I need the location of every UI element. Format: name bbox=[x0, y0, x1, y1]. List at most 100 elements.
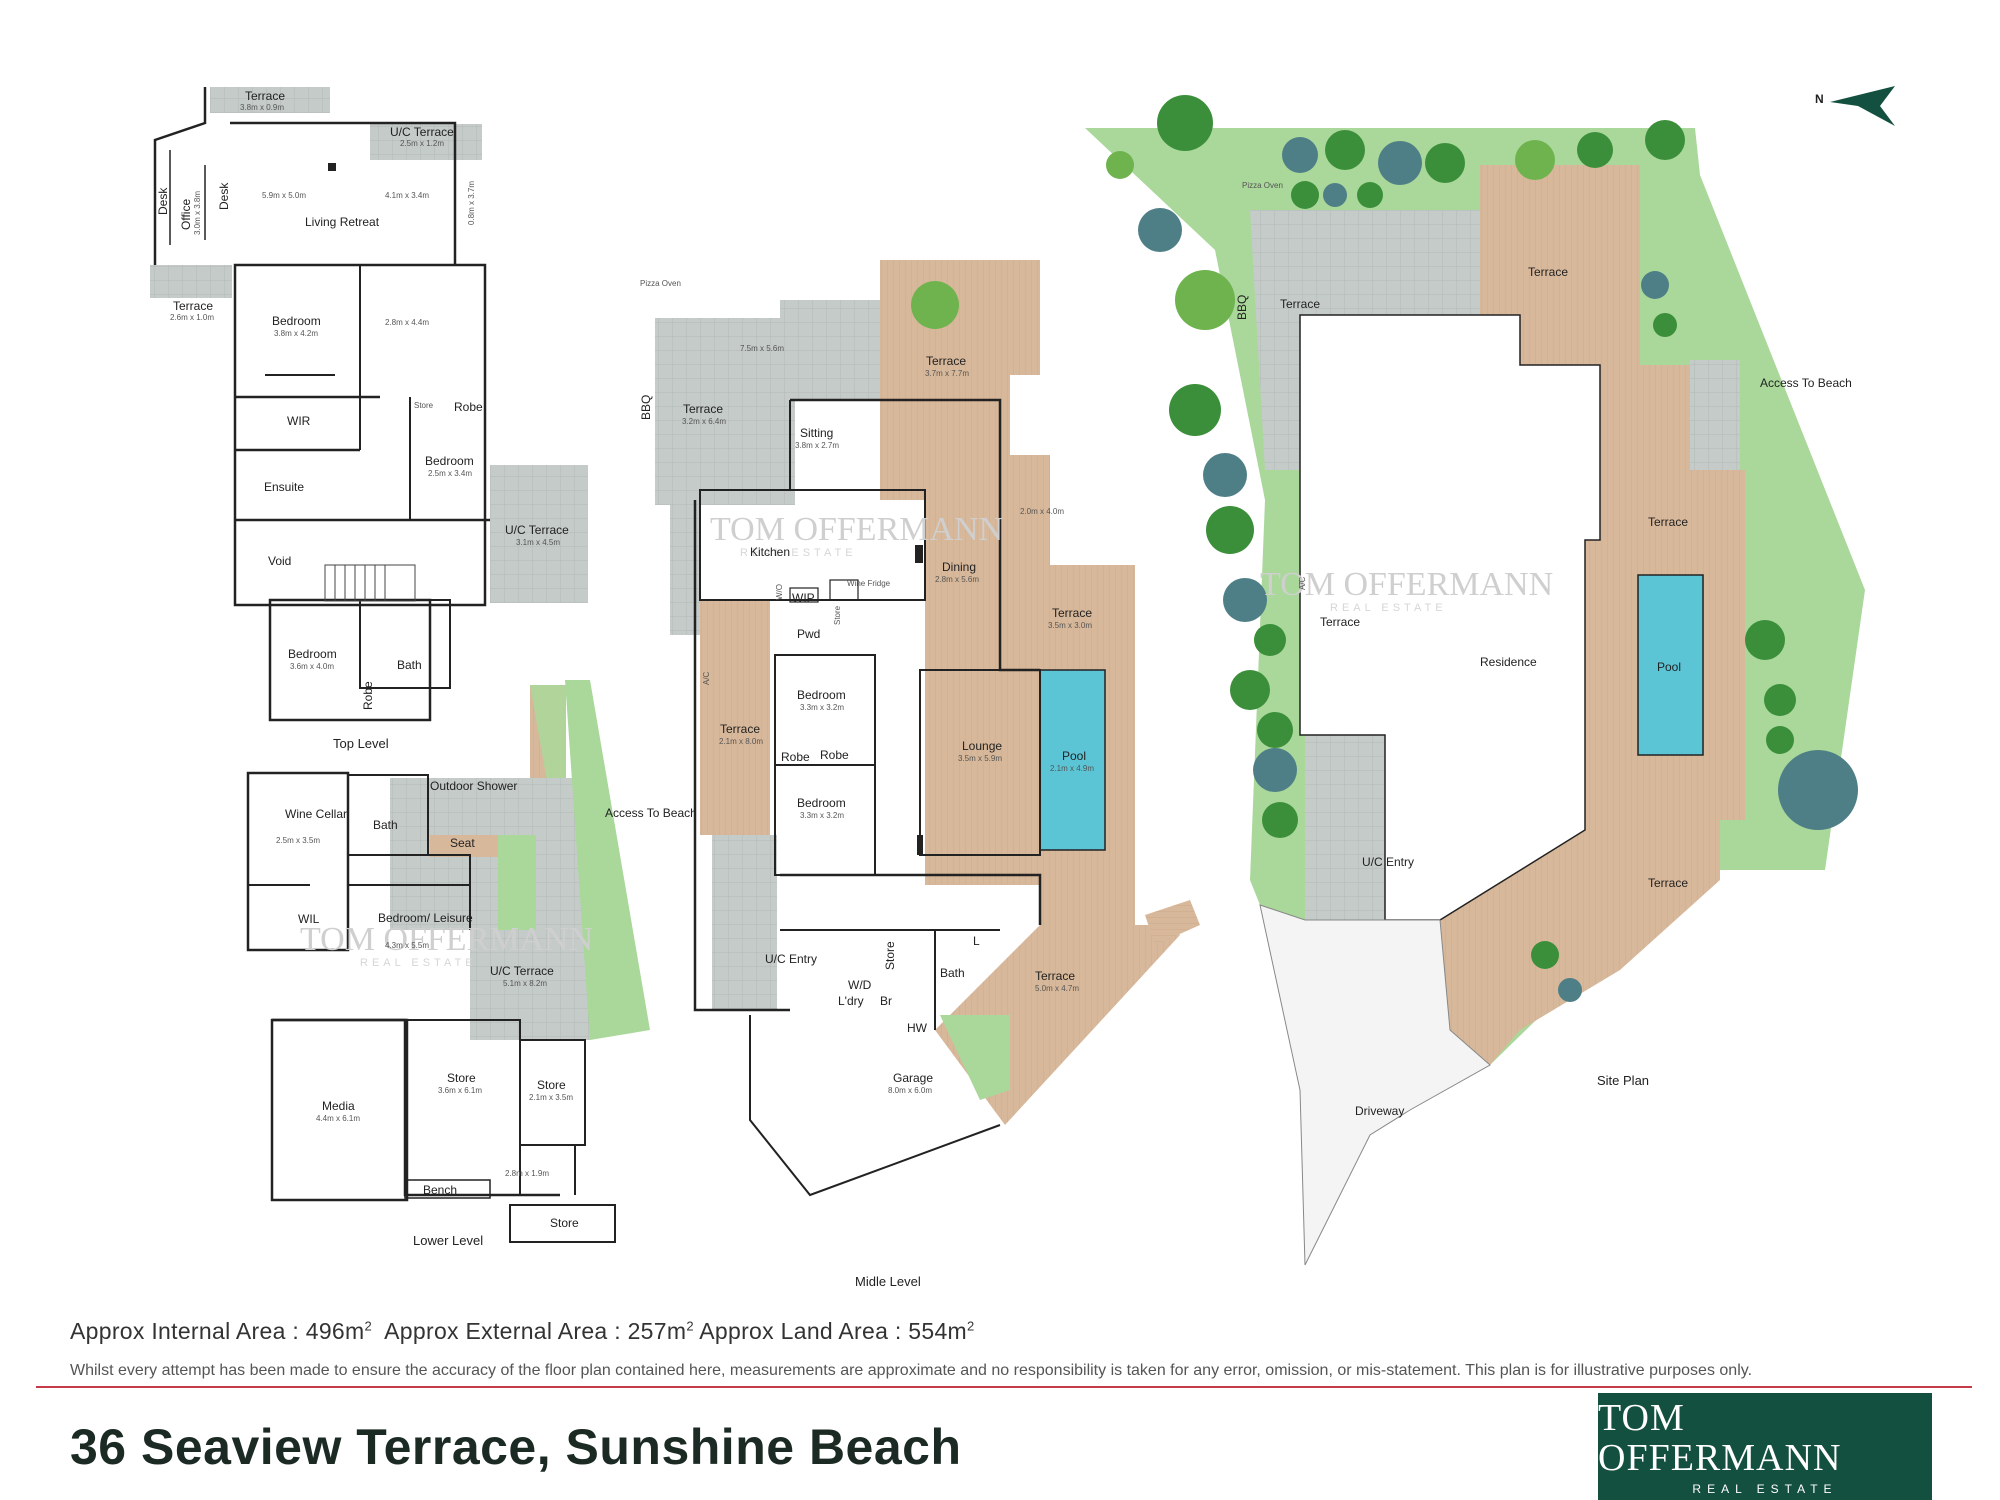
site-plan bbox=[1085, 128, 1865, 1266]
room-label: Pizza Oven bbox=[1242, 181, 1283, 190]
room-label: Store bbox=[833, 605, 842, 625]
room-label: WIL bbox=[298, 912, 320, 926]
room-label: Access To Beach bbox=[1760, 376, 1852, 390]
room-dim: 3.7m x 7.7m bbox=[925, 369, 969, 378]
middle-level-labels: Pizza Oven BBQ Terrace 3.2m x 6.4m 7.5m … bbox=[639, 279, 1094, 1289]
disclaimer: Whilst every attempt has been made to en… bbox=[70, 1362, 1753, 1379]
room-label: L bbox=[973, 934, 980, 948]
watermark-site-sub: REAL ESTATE bbox=[1330, 602, 1447, 614]
room-label: A/C bbox=[702, 671, 711, 685]
room-label: Terrace bbox=[683, 402, 723, 416]
room-label: Pool bbox=[1062, 749, 1086, 763]
agency-logo: TOM OFFERMANN REAL ESTATE bbox=[1598, 1393, 1932, 1500]
room-label: U/C Terrace bbox=[490, 964, 554, 978]
room-label: Bedroom bbox=[288, 647, 337, 661]
land-area: Approx Land Area : 554m bbox=[699, 1318, 968, 1344]
room-dim: 5.9m x 5.0m bbox=[262, 191, 306, 200]
room-dim: 2.1m x 3.5m bbox=[529, 1093, 573, 1102]
room-label: Bedroom bbox=[797, 796, 846, 810]
room-label: Bedroom bbox=[797, 688, 846, 702]
room-dim: 2.8m x 1.9m bbox=[505, 1169, 549, 1178]
room-label: Terrace bbox=[245, 89, 285, 103]
room-label: Bath bbox=[940, 966, 965, 980]
watermark-site: TOM OFFERMANN bbox=[1260, 566, 1553, 603]
room-label: Terrace bbox=[1052, 606, 1092, 620]
room-label: Desk bbox=[217, 182, 231, 210]
room-label: W/O bbox=[775, 584, 784, 600]
room-label: Br bbox=[880, 994, 892, 1008]
room-label: Kitchen bbox=[750, 545, 790, 559]
room-label: U/C Terrace bbox=[505, 523, 569, 537]
room-label: U/C Terrace bbox=[390, 125, 454, 139]
room-label: U/C Entry bbox=[1362, 855, 1414, 869]
level-title-site: Site Plan bbox=[1597, 1073, 1649, 1088]
room-dim: 5.1m x 8.2m bbox=[503, 979, 547, 988]
room-label: Outdoor Shower bbox=[430, 779, 517, 793]
room-label: Lounge bbox=[962, 739, 1002, 753]
room-dim: 3.6m x 4.0m bbox=[290, 662, 334, 671]
room-dim: 2.6m x 1.0m bbox=[170, 313, 214, 322]
room-label: Bench bbox=[423, 1183, 457, 1197]
property-address: 36 Seaview Terrace, Sunshine Beach bbox=[70, 1419, 962, 1475]
divider bbox=[36, 1386, 1972, 1388]
room-dim: 3.2m x 6.4m bbox=[682, 417, 726, 426]
room-label: Garage bbox=[893, 1071, 933, 1085]
room-dim: 3.0m x 3.8m bbox=[193, 191, 202, 235]
room-label: Desk bbox=[156, 187, 170, 215]
room-dim: 2.5m x 3.4m bbox=[428, 469, 472, 478]
room-label: Robe bbox=[781, 750, 810, 764]
room-label: L'dry bbox=[838, 994, 864, 1008]
room-dim: 4.4m x 6.1m bbox=[316, 1114, 360, 1123]
room-label: Terrace bbox=[173, 299, 213, 313]
room-label: A/C bbox=[1298, 576, 1307, 590]
internal-area-sup: 2 bbox=[364, 1318, 373, 1334]
room-label: Bath bbox=[397, 658, 422, 672]
room-label: Pizza Oven bbox=[640, 279, 681, 288]
room-label: Terrace bbox=[1280, 297, 1320, 311]
external-area: Approx External Area : 257m bbox=[384, 1318, 687, 1344]
room-label: Void bbox=[268, 554, 291, 568]
north-label: N bbox=[1815, 92, 1824, 106]
room-label: Living Retreat bbox=[305, 215, 380, 229]
room-label: Bedroom bbox=[272, 314, 321, 328]
room-label: Robe bbox=[454, 400, 483, 414]
room-label: Terrace bbox=[1320, 615, 1360, 629]
room-label: Store bbox=[537, 1078, 566, 1092]
room-label: Wine Fridge bbox=[847, 579, 891, 588]
room-dim: 7.5m x 5.6m bbox=[740, 344, 784, 353]
room-dim: 3.3m x 3.2m bbox=[800, 703, 844, 712]
room-label: Dining bbox=[942, 560, 976, 574]
north-arrow: N bbox=[1815, 86, 1895, 126]
room-label: Driveway bbox=[1355, 1104, 1404, 1118]
room-dim: 3.5m x 3.0m bbox=[1048, 621, 1092, 630]
room-label: Sitting bbox=[800, 426, 833, 440]
room-label: Bedroom/ Leisure bbox=[378, 911, 473, 925]
room-dim: 4.3m x 5.5m bbox=[385, 941, 429, 950]
room-label: WIP bbox=[792, 591, 815, 605]
room-label: Robe bbox=[361, 681, 375, 710]
internal-area: Approx Internal Area : 496m bbox=[70, 1318, 365, 1344]
room-label: Store bbox=[550, 1216, 579, 1230]
tree-cluster bbox=[911, 95, 1858, 1002]
watermark-lower: TOM OFFERMANN bbox=[300, 921, 593, 958]
top-level-labels: Terrace 3.8m x 0.9m U/C Terrace 2.5m x 1… bbox=[156, 89, 569, 751]
top-level-plan bbox=[150, 87, 588, 722]
room-label: Bedroom bbox=[425, 454, 474, 468]
middle-level-plan bbox=[655, 260, 1200, 1197]
room-label: Residence bbox=[1480, 655, 1537, 669]
room-label: Wine Cellar bbox=[285, 807, 347, 821]
room-label: Terrace bbox=[1648, 876, 1688, 890]
room-label: BBQ bbox=[1235, 295, 1249, 320]
room-label: Bath bbox=[373, 818, 398, 832]
watermark-middle-sub: REAL ESTATE bbox=[740, 547, 857, 559]
external-area-sup: 2 bbox=[686, 1318, 694, 1334]
room-dim: 3.8m x 2.7m bbox=[795, 441, 839, 450]
room-dim: 2.5m x 3.5m bbox=[276, 836, 320, 845]
room-label: Pwd bbox=[797, 627, 820, 641]
area-summary: Approx Internal Area : 496m2 Approx Exte… bbox=[70, 1318, 975, 1345]
room-dim: 3.8m x 0.9m bbox=[240, 103, 284, 112]
room-label: Store bbox=[447, 1071, 476, 1085]
room-label: Terrace bbox=[926, 354, 966, 368]
room-dim: 3.1m x 4.5m bbox=[516, 538, 560, 547]
room-label: Media bbox=[322, 1099, 355, 1113]
